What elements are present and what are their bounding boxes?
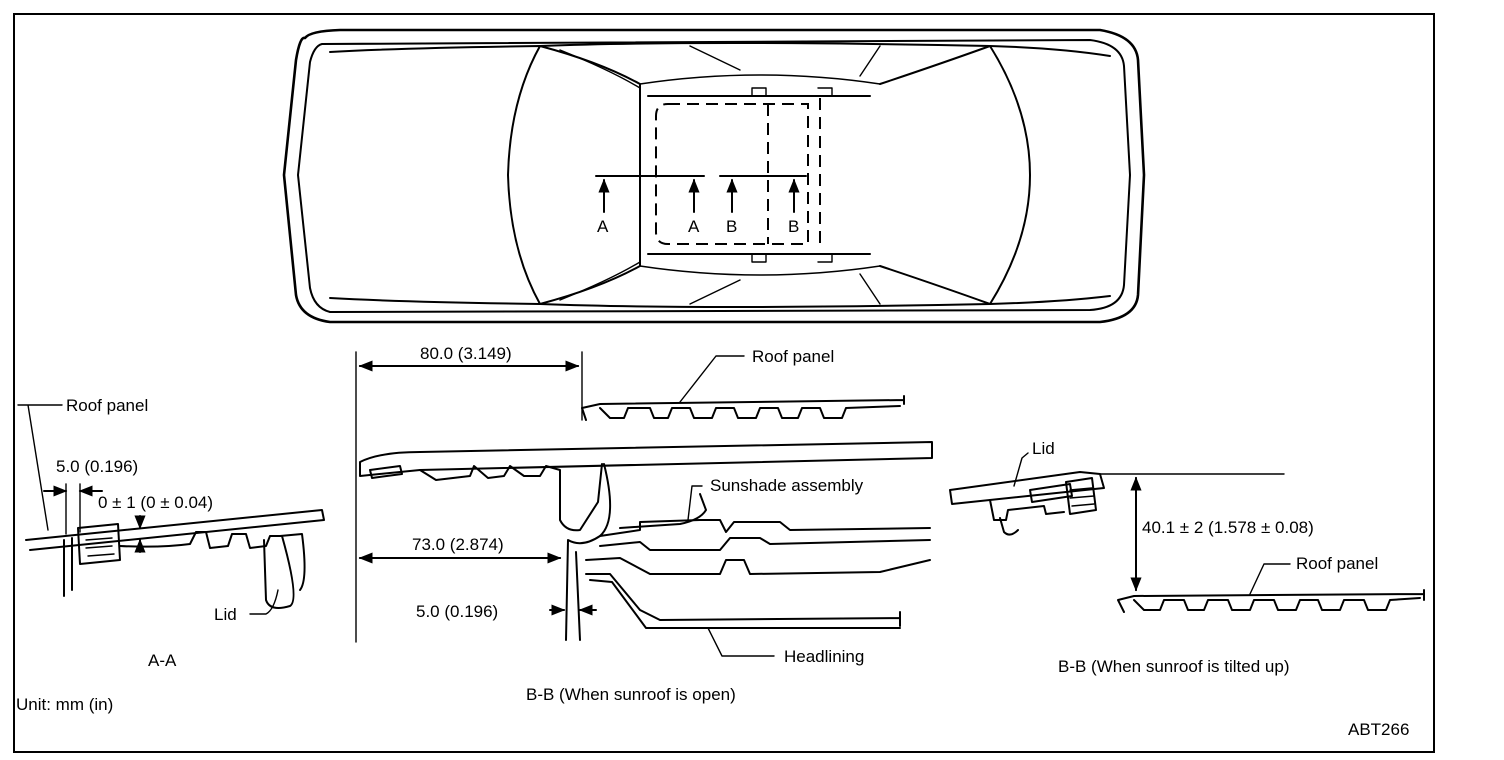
unit-note: Unit: mm (in) [16, 695, 113, 714]
bb-tilt-roof-panel-label: Roof panel [1296, 554, 1378, 573]
section-b-b-open-caption: B-B (When sunroof is open) [526, 685, 736, 704]
bb-tilt-dim-40: 40.1 ± 2 (1.578 ± 0.08) [1142, 518, 1314, 537]
aa-flush-dimension: 0 ± 1 (0 ± 0.04) [98, 493, 213, 512]
section-mark-b1: B [726, 217, 737, 236]
bb-tilt-lid-label: Lid [1032, 439, 1055, 458]
bb-open-dim-80: 80.0 (3.149) [420, 344, 512, 363]
section-b-b-open-drawing [355, 351, 933, 657]
bb-open-dim-73: 73.0 (2.874) [412, 535, 504, 554]
section-a-a-drawing [17, 404, 325, 615]
bb-open-sunshade-label: Sunshade assembly [710, 476, 864, 495]
section-mark-a1: A [597, 217, 609, 236]
aa-gap-dimension: 5.0 (0.196) [56, 457, 138, 476]
figure-frame [13, 13, 1435, 753]
bb-open-headlining-label: Headlining [784, 647, 864, 666]
figure-id: ABT266 [1348, 720, 1409, 739]
aa-roof-panel-label: Roof panel [66, 396, 148, 415]
bb-open-roof-panel-label: Roof panel [752, 347, 834, 366]
section-a-a-caption: A-A [148, 651, 177, 670]
bb-open-dim-5: 5.0 (0.196) [416, 602, 498, 621]
section-mark-a2: A [688, 217, 700, 236]
aa-lid-label: Lid [214, 605, 237, 624]
section-mark-b2: B [788, 217, 799, 236]
car-top-view: A A B B [282, 28, 1146, 324]
section-b-b-tilt-drawing [949, 452, 1425, 613]
section-b-b-tilt-caption: B-B (When sunroof is tilted up) [1058, 657, 1289, 676]
